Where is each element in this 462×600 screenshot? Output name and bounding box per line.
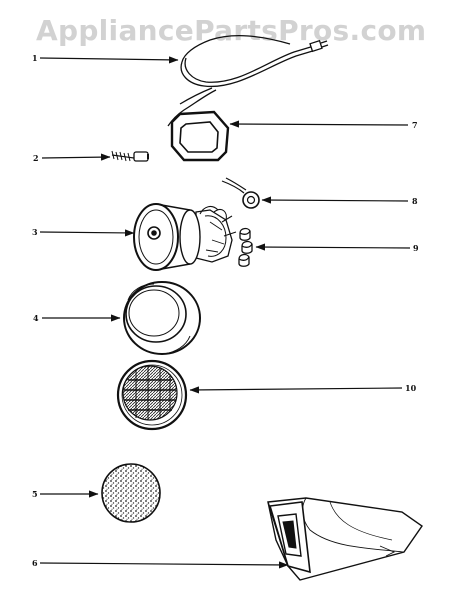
motor-part — [133, 203, 237, 271]
filter-grille-part — [116, 359, 188, 431]
callout-7: 7 — [229, 120, 418, 130]
callout-10-number: 10 — [405, 383, 417, 393]
callout-2-number: 2 — [33, 153, 39, 163]
callout-7-number: 7 — [412, 120, 418, 130]
wire-clip-part — [221, 177, 260, 209]
callout-6: 6 — [32, 558, 289, 569]
callout-9-number: 9 — [413, 243, 419, 253]
callout-4-number: 4 — [33, 313, 39, 323]
callout-5-number: 5 — [32, 489, 38, 499]
callout-1-number: 1 — [32, 53, 38, 63]
brush-caps-part — [238, 227, 253, 267]
callout-10: 10 — [189, 383, 417, 394]
callout-3-number: 3 — [32, 227, 38, 237]
watermark-text: AppliancePartsPros.com — [36, 14, 427, 47]
callout-9: 9 — [255, 243, 419, 253]
callout-3: 3 — [32, 227, 135, 237]
callout-5: 5 — [32, 489, 99, 499]
callout-6-number: 6 — [32, 558, 38, 568]
dust-bag-part — [267, 497, 423, 581]
housing-ring-part — [123, 281, 201, 355]
callout-4: 4 — [33, 313, 121, 323]
gasket-part — [170, 110, 230, 162]
callout-8: 8 — [261, 196, 418, 206]
callout-2: 2 — [33, 153, 111, 163]
callout-1: 1 — [32, 53, 179, 64]
screw-part — [111, 150, 149, 162]
power-cord-part — [167, 34, 329, 127]
foam-filter-part — [101, 463, 161, 523]
callout-8-number: 8 — [412, 196, 418, 206]
